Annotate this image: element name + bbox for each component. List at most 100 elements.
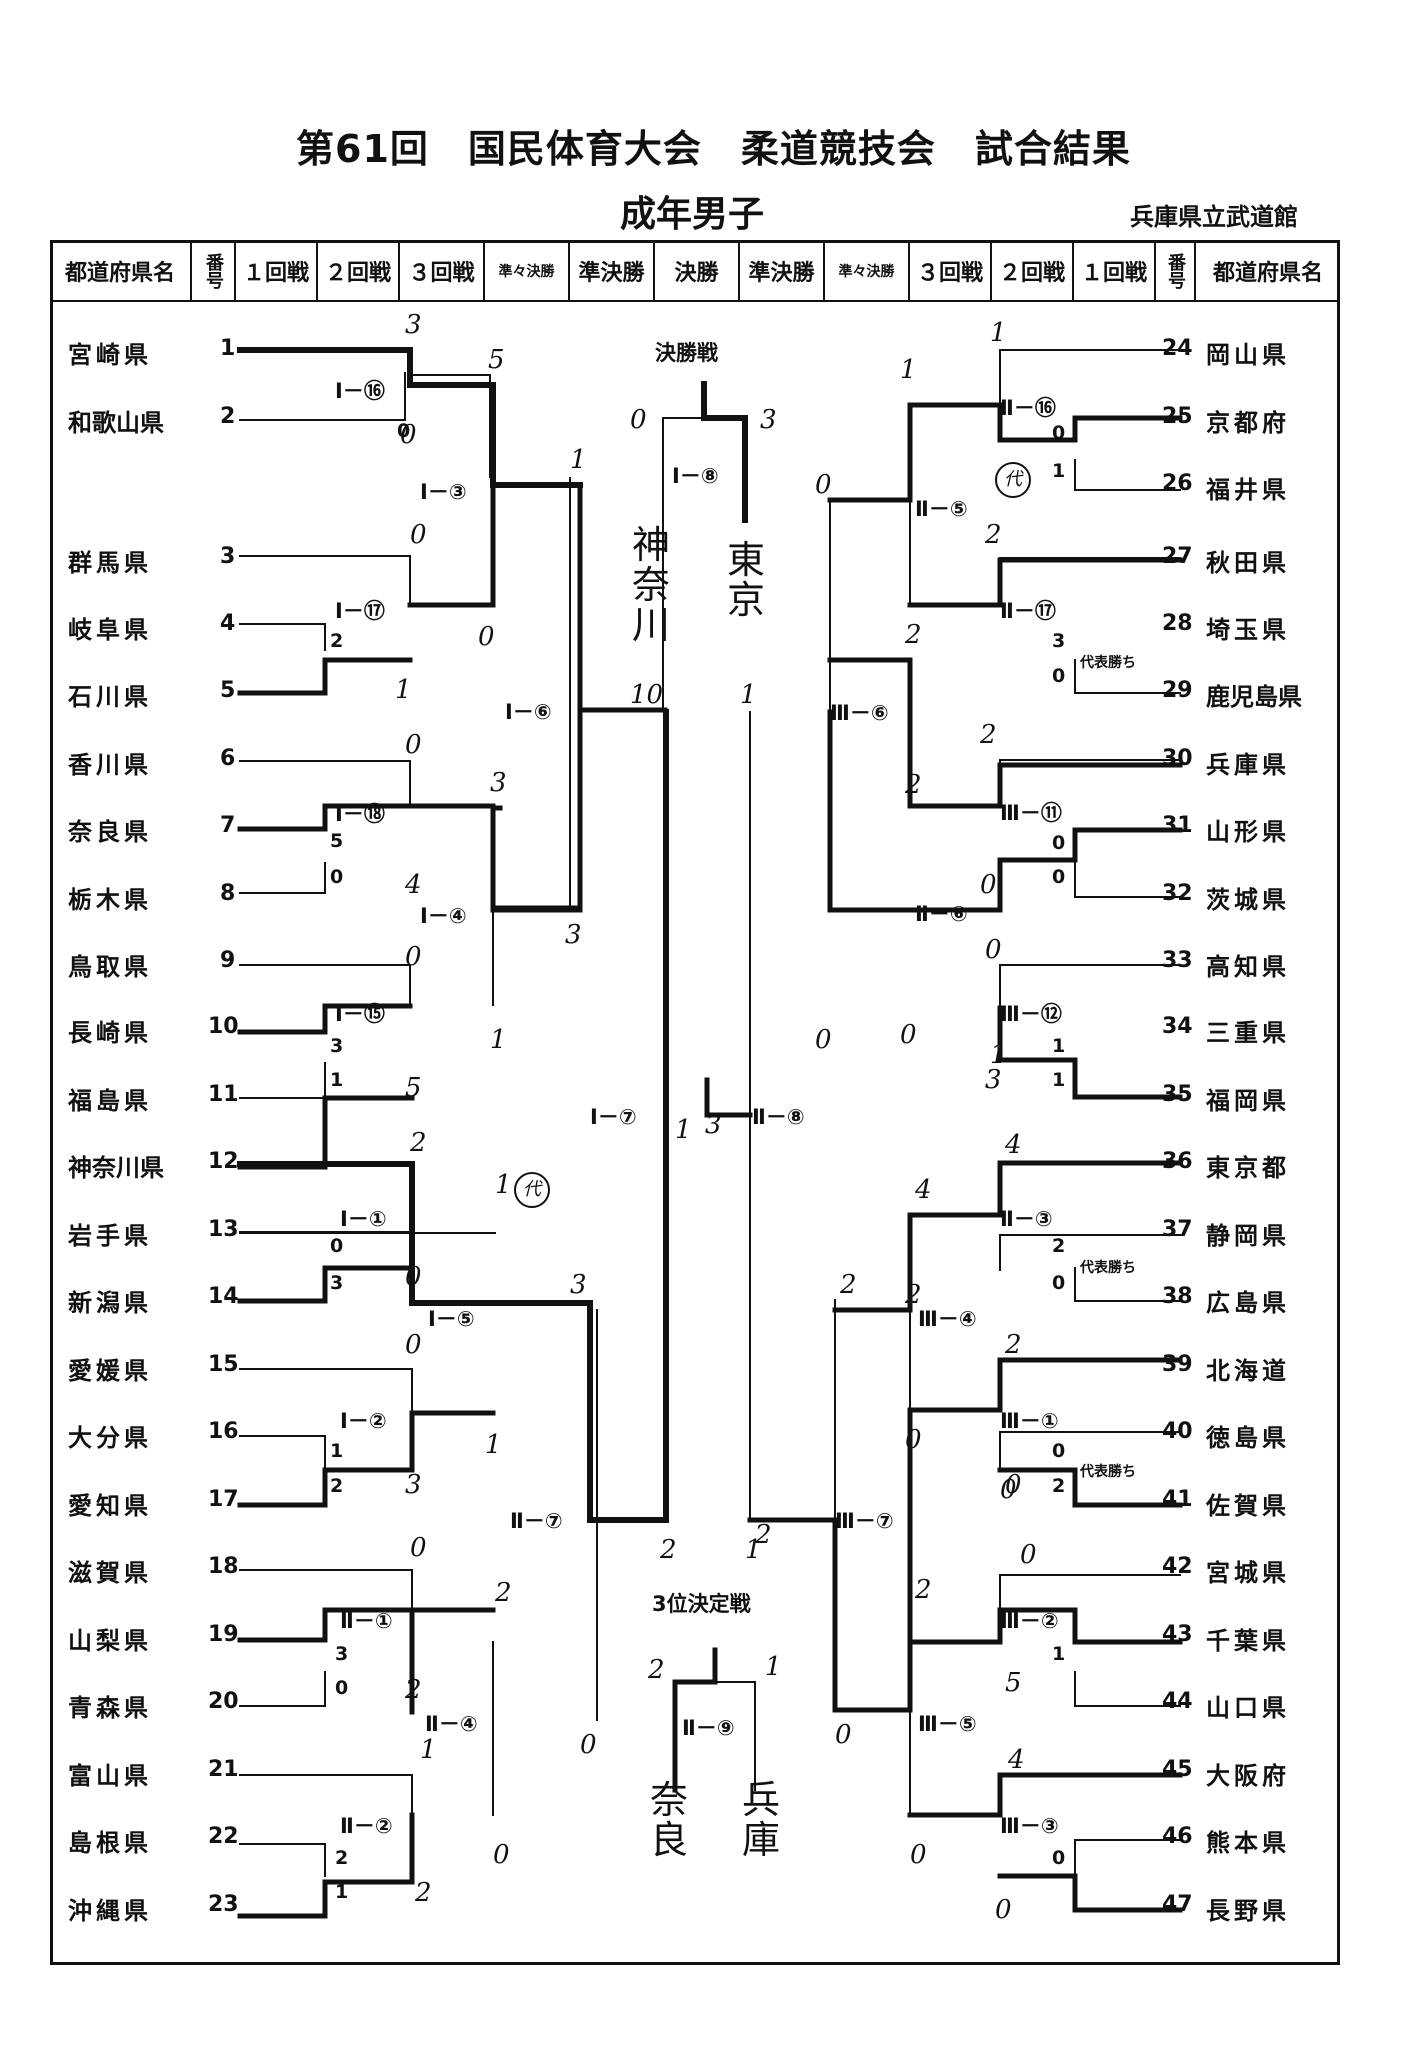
winner-line: [237, 1410, 496, 1508]
match-label: Ⅱ－⑧: [752, 1105, 805, 1129]
handwritten-score: 5: [488, 345, 505, 375]
handwritten-score: 2: [980, 720, 997, 750]
match-label: Ⅰ－②: [340, 1409, 387, 1433]
representative-circle: 代: [514, 1172, 550, 1208]
printed-score: 0: [335, 1677, 349, 1699]
team-name-right: 山口県: [1206, 1694, 1290, 1722]
winner-line: [237, 1003, 413, 1035]
handwritten-score: 5: [1005, 1668, 1022, 1698]
handwritten-score: 1: [990, 1040, 1007, 1070]
handwritten-score: 0: [1020, 1540, 1037, 1570]
printed-score: 0: [1052, 1440, 1066, 1462]
handwritten-score: 3: [490, 768, 507, 798]
representative-win-note: 代表勝ち: [1080, 1260, 1136, 1276]
match-label: Ⅲ－⑤: [918, 1712, 977, 1736]
team-name-right: 広島県: [1206, 1289, 1290, 1317]
team-number-left: 5: [220, 678, 236, 703]
bracket-line: [239, 372, 406, 421]
winner-line: [747, 1407, 913, 1713]
team-number-left: 17: [208, 1487, 239, 1512]
team-number-right: 31: [1162, 813, 1193, 838]
bracket-line: [1074, 659, 1181, 694]
bracket-line: [999, 964, 1181, 1009]
handwritten-score: 0: [400, 420, 417, 450]
third-place-right-team: 兵庫: [742, 1778, 781, 1862]
printed-score: 0: [1052, 1847, 1066, 1869]
handwritten-score: 0: [478, 622, 495, 652]
team-name-right: 宮城県: [1206, 1559, 1290, 1587]
team-name-right: 高知県: [1206, 953, 1290, 981]
winner-line: [237, 347, 583, 488]
match-label: Ⅱ－④: [425, 1712, 478, 1736]
handwritten-score: 0: [1000, 1475, 1017, 1505]
bracket-line: [999, 1234, 1181, 1271]
team-number-left: 1: [220, 336, 236, 361]
handwritten-score: 2: [985, 520, 1002, 550]
header-final: 決勝: [655, 242, 740, 300]
handwritten-score: 2: [415, 1878, 432, 1908]
bracket-line: [239, 555, 411, 606]
team-name-left: 富山県: [68, 1762, 152, 1790]
handwritten-score: 1: [740, 680, 757, 710]
team-number-left: 21: [208, 1757, 239, 1782]
winner-line: [701, 381, 748, 523]
match-label: Ⅲ－⑪: [1000, 801, 1062, 825]
handwritten-score: 0: [815, 1025, 832, 1055]
match-label: Ⅰ－④: [420, 904, 467, 928]
handwritten-score: 0: [1005, 1470, 1022, 1500]
team-name-right: 北海道: [1206, 1357, 1290, 1385]
team-name-right: 山形県: [1206, 818, 1290, 846]
team-name-left: 和歌山県: [68, 409, 164, 437]
team-number-left: 16: [208, 1419, 239, 1444]
team-number-right: 44: [1162, 1689, 1193, 1714]
team-number-left: 13: [208, 1217, 239, 1242]
bracket-line: [239, 623, 326, 651]
division-title: 成年男子: [620, 194, 765, 235]
team-number-right: 28: [1162, 611, 1193, 636]
handwritten-score: 3: [705, 1110, 722, 1140]
winner-line: [672, 1647, 718, 1793]
bracket-frame: [50, 240, 1340, 1965]
match-label: Ⅱ－⑦: [510, 1509, 563, 1533]
handwritten-score: 3: [405, 310, 422, 340]
printed-score: 0: [1052, 422, 1066, 444]
match-label: Ⅰ－⑥: [505, 700, 552, 724]
handwritten-score: 1: [395, 675, 412, 705]
team-number-left: 18: [208, 1554, 239, 1579]
winner-line: [237, 1812, 415, 1919]
team-number-left: 7: [220, 813, 236, 838]
winner-line: [827, 709, 1183, 913]
team-name-right: 福井県: [1206, 476, 1290, 504]
handwritten-score: 10: [630, 680, 664, 710]
handwritten-score: 0: [405, 942, 422, 972]
match-label: Ⅱ－⑥: [915, 902, 968, 926]
header-prefecture-left: 都道府県名: [50, 242, 192, 300]
handwritten-score: 0: [995, 1895, 1012, 1925]
handwritten-score: 4: [915, 1175, 932, 1205]
team-number-right: 32: [1162, 881, 1193, 906]
winner-line: [407, 482, 496, 608]
team-number-left: 10: [208, 1014, 239, 1039]
team-name-left: 島根県: [68, 1829, 152, 1857]
bracket-line: [407, 374, 491, 478]
printed-score: 1: [1052, 1069, 1066, 1091]
handwritten-score: 0: [410, 1533, 427, 1563]
team-name-left: 群馬県: [68, 549, 152, 577]
handwritten-score: 0: [910, 1840, 927, 1870]
header-quarterfinal-right: 準々決勝: [825, 242, 910, 300]
bracket-line: [239, 1671, 326, 1707]
match-label: Ⅲ－④: [918, 1307, 977, 1331]
team-name-left: 愛媛県: [68, 1357, 152, 1385]
handwritten-score: 2: [905, 620, 922, 650]
team-name-right: 三重県: [1206, 1019, 1290, 1047]
winner-line: [907, 1607, 1183, 1645]
team-name-right: 兵庫県: [1206, 751, 1290, 779]
handwritten-score: 1: [420, 1735, 437, 1765]
handwritten-score: 4: [1005, 1130, 1022, 1160]
header-number-right: 番号: [1156, 242, 1196, 300]
match-label: Ⅰ－⑱: [335, 802, 385, 826]
match-label: Ⅰ－⑰: [335, 599, 385, 623]
printed-score: 3: [330, 1272, 344, 1294]
printed-score: 1: [1052, 460, 1066, 482]
match-label: Ⅲ－⑦: [835, 1509, 894, 1533]
